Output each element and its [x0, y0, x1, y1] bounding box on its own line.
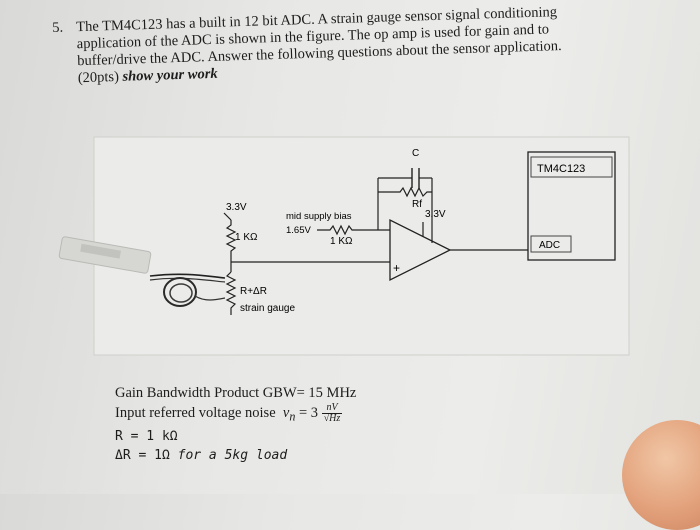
mcu-title-box: [530, 156, 613, 178]
delta-r-value: ΔR = 1Ω: [115, 447, 170, 463]
noise-equals: = 3: [295, 404, 319, 421]
bias-resistor-symbol: [317, 224, 390, 236]
bias-resistor-label: 1 KΩ: [330, 236, 353, 247]
resistor-top-symbol: [225, 220, 237, 262]
noise-line: Input referred voltage noise vn = 3 nV √…: [115, 403, 356, 427]
opamp-plus: +: [393, 261, 400, 275]
circuit-figure: 3.3V 1 KΩ R+ΔR strain gauge mid supply b…: [58, 136, 630, 356]
capacitor-label: C: [412, 148, 419, 159]
strain-gauge-symbol: [225, 271, 237, 315]
delta-r-note: for a 5kg load: [177, 447, 288, 463]
noise-label: Input referred voltage noise: [115, 404, 276, 421]
delta-r-line: ΔR = 1Ω for a 5kg load: [115, 446, 356, 465]
noise-unit: nV √Hz: [321, 403, 343, 424]
gbw-line: Gain Bandwidth Product GBW= 15 MHz: [115, 385, 357, 401]
parameter-list: Gain Bandwidth Product GBW= 15 MHz Input…: [115, 384, 356, 465]
homework-photo: 5. The TM4C123 has a built in 12 bit ADC…: [52, 4, 700, 530]
noise-symbol: v: [282, 404, 290, 421]
noise-unit-numerator: nV: [321, 403, 343, 414]
mcu-name: TM4C123: [537, 163, 585, 175]
supply-label-left: 3.3V: [226, 202, 247, 213]
adc-label: ADC: [539, 240, 560, 251]
gauge-label: strain gauge: [240, 303, 295, 314]
gauge-resistance-label: R+ΔR: [240, 286, 267, 297]
adc-box: [530, 235, 572, 253]
opamp-supply-label: 3.3V: [425, 209, 446, 220]
feedback-resistor-label: Rf: [412, 199, 422, 210]
resistor-top-label: 1 KΩ: [235, 232, 258, 243]
figure-frame: [93, 136, 630, 356]
feedback-resistor-symbol: [378, 186, 432, 198]
noise-subscript: n: [289, 409, 296, 424]
r-value: R = 1 kΩ: [115, 428, 178, 444]
opamp-symbol: [389, 218, 452, 282]
load-cell-image: [58, 236, 226, 307]
mcu-block: [527, 151, 616, 261]
noise-unit-denominator: √Hz: [323, 413, 341, 424]
bias-label: mid supply bias: [286, 211, 352, 222]
bias-voltage: 1.65V: [286, 225, 311, 236]
